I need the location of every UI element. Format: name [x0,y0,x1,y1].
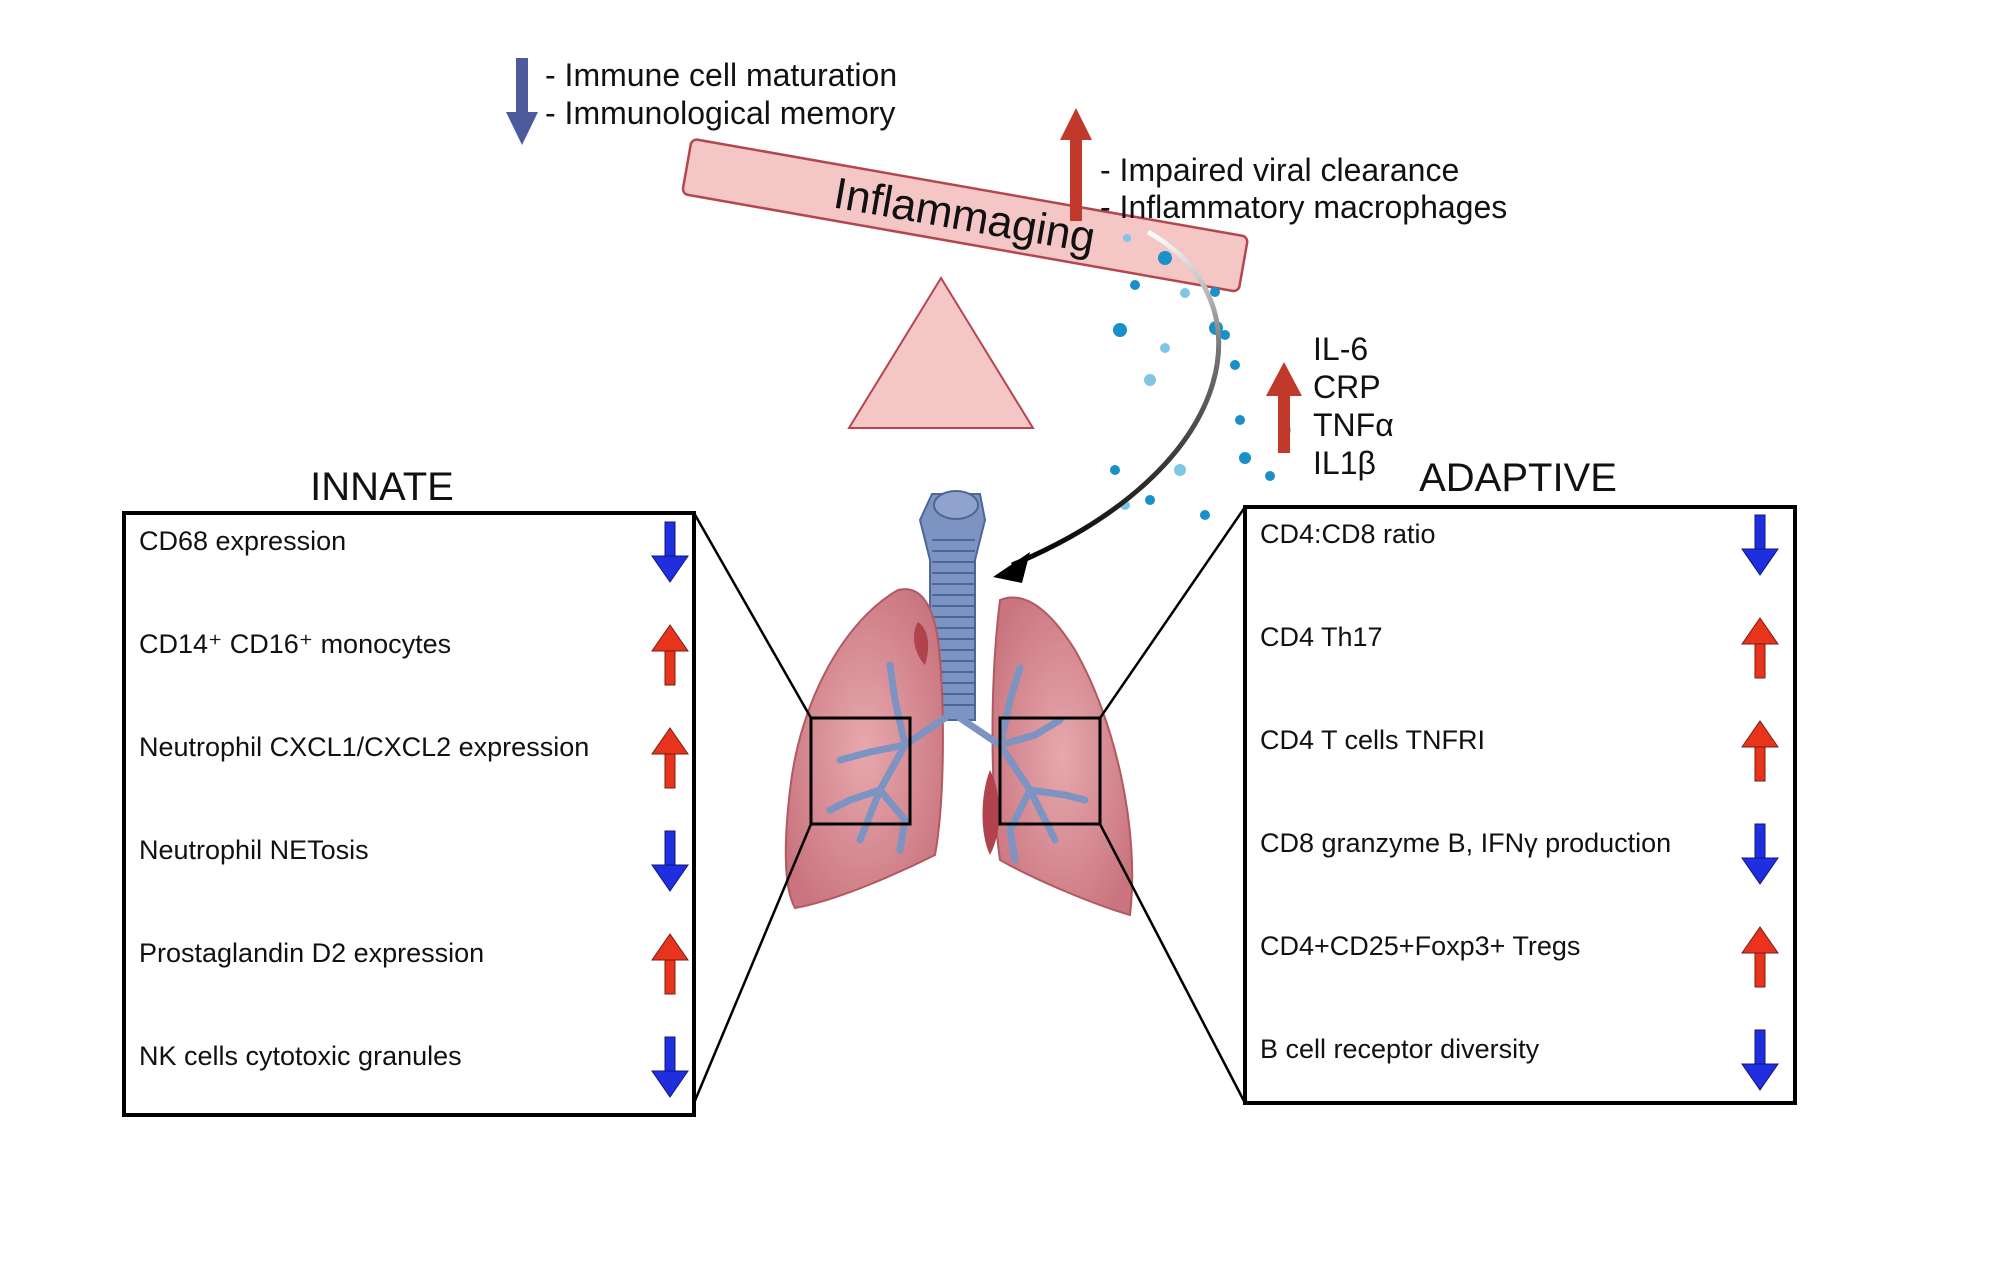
cytokine-dot [1174,464,1186,476]
list-item: Neutrophil CXCL1/CXCL2 expression [139,727,689,789]
list-item: CD4+CD25+Foxp3+ Tregs [1260,926,1779,988]
cytokine-il6: IL-6 [1313,331,1368,367]
adaptive-box [1243,505,1797,1105]
impaired-viral-clearance-text: - Impaired viral clearance [1100,152,1459,188]
cytokine-dot [1160,343,1170,353]
cytokine-dot [1158,251,1172,265]
down-arrow-icon [1741,1029,1779,1091]
maturation-memory-group: - Immune cell maturation - Immunological… [506,57,897,145]
row-label: CD68 expression [139,526,346,556]
up-arrow-icon [1266,362,1302,453]
cytokine-tnfa: TNFα [1313,407,1394,443]
immune-maturation-text: - Immune cell maturation [545,57,897,93]
cytokine-il1b: IL1β [1313,445,1376,481]
cytokine-group: IL-6 CRP TNFα IL1β [1266,331,1394,481]
immunological-memory-text: - Immunological memory [545,95,895,131]
adaptive-title: ADAPTIVE [1419,456,1617,500]
inflammaging-label: Inflammaging [830,169,1099,263]
seesaw-fulcrum [847,276,1035,429]
list-item: NK cells cytotoxic granules [139,1036,689,1098]
up-arrow-icon [651,727,689,789]
lungs-illustration [692,490,1247,1104]
list-item: Neutrophil NETosis [139,830,689,892]
row-label: CD4:CD8 ratio [1260,519,1436,549]
up-arrow-icon [1741,617,1779,679]
down-arrow-icon [651,830,689,892]
adaptive-zoom-box [998,716,1102,826]
row-label: Neutrophil CXCL1/CXCL2 expression [139,732,589,762]
cytokine-dot [1130,280,1140,290]
list-item: Prostaglandin D2 expression [139,933,689,995]
cytokine-dot [1210,287,1220,297]
row-label: CD4 T cells TNFRI [1260,725,1485,755]
cytokine-dot [1239,452,1251,464]
down-arrow-icon [1741,514,1779,576]
cytokine-dot [1200,510,1210,520]
inflammatory-macrophages-text: - Inflammatory macrophages [1100,189,1507,225]
list-item: CD68 expression [139,521,689,583]
row-label: CD4+CD25+Foxp3+ Tregs [1260,931,1580,961]
row-label: NK cells cytotoxic granules [139,1041,462,1071]
innate-zoom-box [809,716,912,826]
up-arrow-icon [1741,720,1779,782]
cytokine-dot [1180,288,1190,298]
up-arrow-icon [1060,108,1092,221]
curved-arrow [993,229,1222,583]
row-label: CD4 Th17 [1260,622,1383,652]
list-item: CD4 Th17 [1260,617,1779,679]
down-arrow-icon [651,1036,689,1098]
cytokine-crp: CRP [1313,369,1381,405]
list-item: CD4:CD8 ratio [1260,514,1779,576]
up-arrow-icon [651,933,689,995]
cytokine-dot [1230,360,1240,370]
row-label: CD8 granzyme B, IFNγ production [1260,828,1671,858]
list-item: CD14⁺ CD16⁺ monocytes [139,624,689,686]
list-item: B cell receptor diversity [1260,1029,1779,1091]
up-arrow-icon [1741,926,1779,988]
down-arrow-icon [651,521,689,583]
list-item: CD8 granzyme B, IFNγ production [1260,823,1779,885]
cytokine-dot [1123,234,1131,242]
right-lung [991,596,1134,917]
cytokine-dot [1265,471,1275,481]
row-label: B cell receptor diversity [1260,1034,1540,1064]
viral-clearance-group: - Impaired viral clearance - Inflammator… [1060,108,1507,225]
cytokine-dot [1145,495,1155,505]
list-item: CD4 T cells TNFRI [1260,720,1779,782]
row-label: Neutrophil NETosis [139,835,369,865]
cytokine-dot [1110,465,1120,475]
down-arrow-icon [506,58,538,145]
cytokine-dot [1220,330,1230,340]
row-label: CD14⁺ CD16⁺ monocytes [139,629,451,659]
down-arrow-icon [1741,823,1779,885]
up-arrow-icon [651,624,689,686]
cytokine-particles [1110,234,1291,520]
cytokine-dot [1144,374,1156,386]
innate-box [122,511,696,1117]
bronchi [826,661,1089,864]
cytokine-dot [1113,323,1127,337]
row-label: Prostaglandin D2 expression [139,938,484,968]
cytokine-dot [1235,415,1245,425]
innate-title: INNATE [310,465,454,509]
